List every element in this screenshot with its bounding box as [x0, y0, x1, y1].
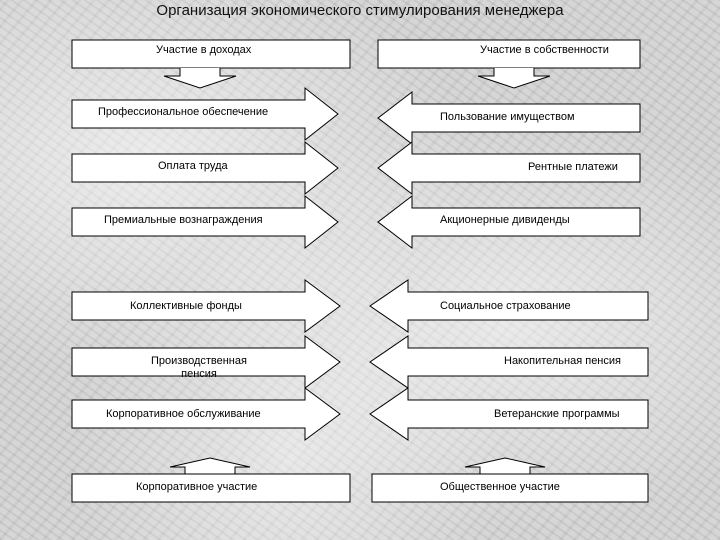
box-left-top: [71, 39, 351, 69]
right-arrow-box-1: [377, 90, 641, 146]
arrow-up-left-bottom: [169, 457, 251, 474]
left-arrow-box-5: [71, 335, 341, 389]
label-left-item-3: Премиальные вознаграждения: [104, 214, 263, 226]
label-left-item-6: Корпоративное обслуживание: [106, 408, 261, 420]
label-left-item-5: Производственная пенсия: [151, 355, 247, 380]
arrow-down-right-top: [477, 68, 551, 89]
right-arrow-box-2: [377, 140, 641, 196]
left-arrow-box-2: [71, 140, 339, 196]
label-right-item-6: Ветеранские программы: [494, 408, 620, 420]
right-arrow-box-6: [369, 387, 649, 441]
right-arrow-box-3: [377, 194, 641, 250]
label-right-item-4: Социальное страхование: [440, 300, 571, 312]
left-arrow-box-1: [71, 86, 339, 142]
label-left-item-4: Коллективные фонды: [130, 300, 242, 312]
right-arrow-box-5: [369, 335, 649, 389]
label-left-item-1: Профессиональное обеспечение: [98, 106, 269, 118]
left-arrow-box-6: [71, 387, 341, 441]
arrow-up-right-bottom: [464, 457, 546, 474]
left-arrow-box-3: [71, 194, 339, 250]
label-left-item-2: Оплата труда: [158, 160, 228, 172]
right-arrow-box-4: [369, 279, 649, 333]
box-left-bottom: [71, 473, 351, 503]
diagram-title: Организация экономического стимулировани…: [156, 2, 564, 19]
box-right-bottom: [371, 473, 649, 503]
label-right-bottom: Общественное участие: [440, 481, 560, 493]
label-right-item-5: Накопительная пенсия: [504, 355, 621, 367]
label-right-item-2: Рентные платежи: [528, 161, 618, 173]
box-right-top: [377, 39, 641, 69]
label-right-top: Участие в собственности: [480, 44, 609, 56]
left-arrow-box-4: [71, 279, 341, 333]
label-right-item-3: Акционерные дивиденды: [440, 214, 570, 226]
label-left-top: Участие в доходах: [156, 44, 252, 56]
label-left-bottom: Корпоративное участие: [136, 481, 258, 493]
arrow-down-left-top: [163, 68, 237, 89]
label-right-item-1: Пользование имуществом: [440, 111, 575, 123]
